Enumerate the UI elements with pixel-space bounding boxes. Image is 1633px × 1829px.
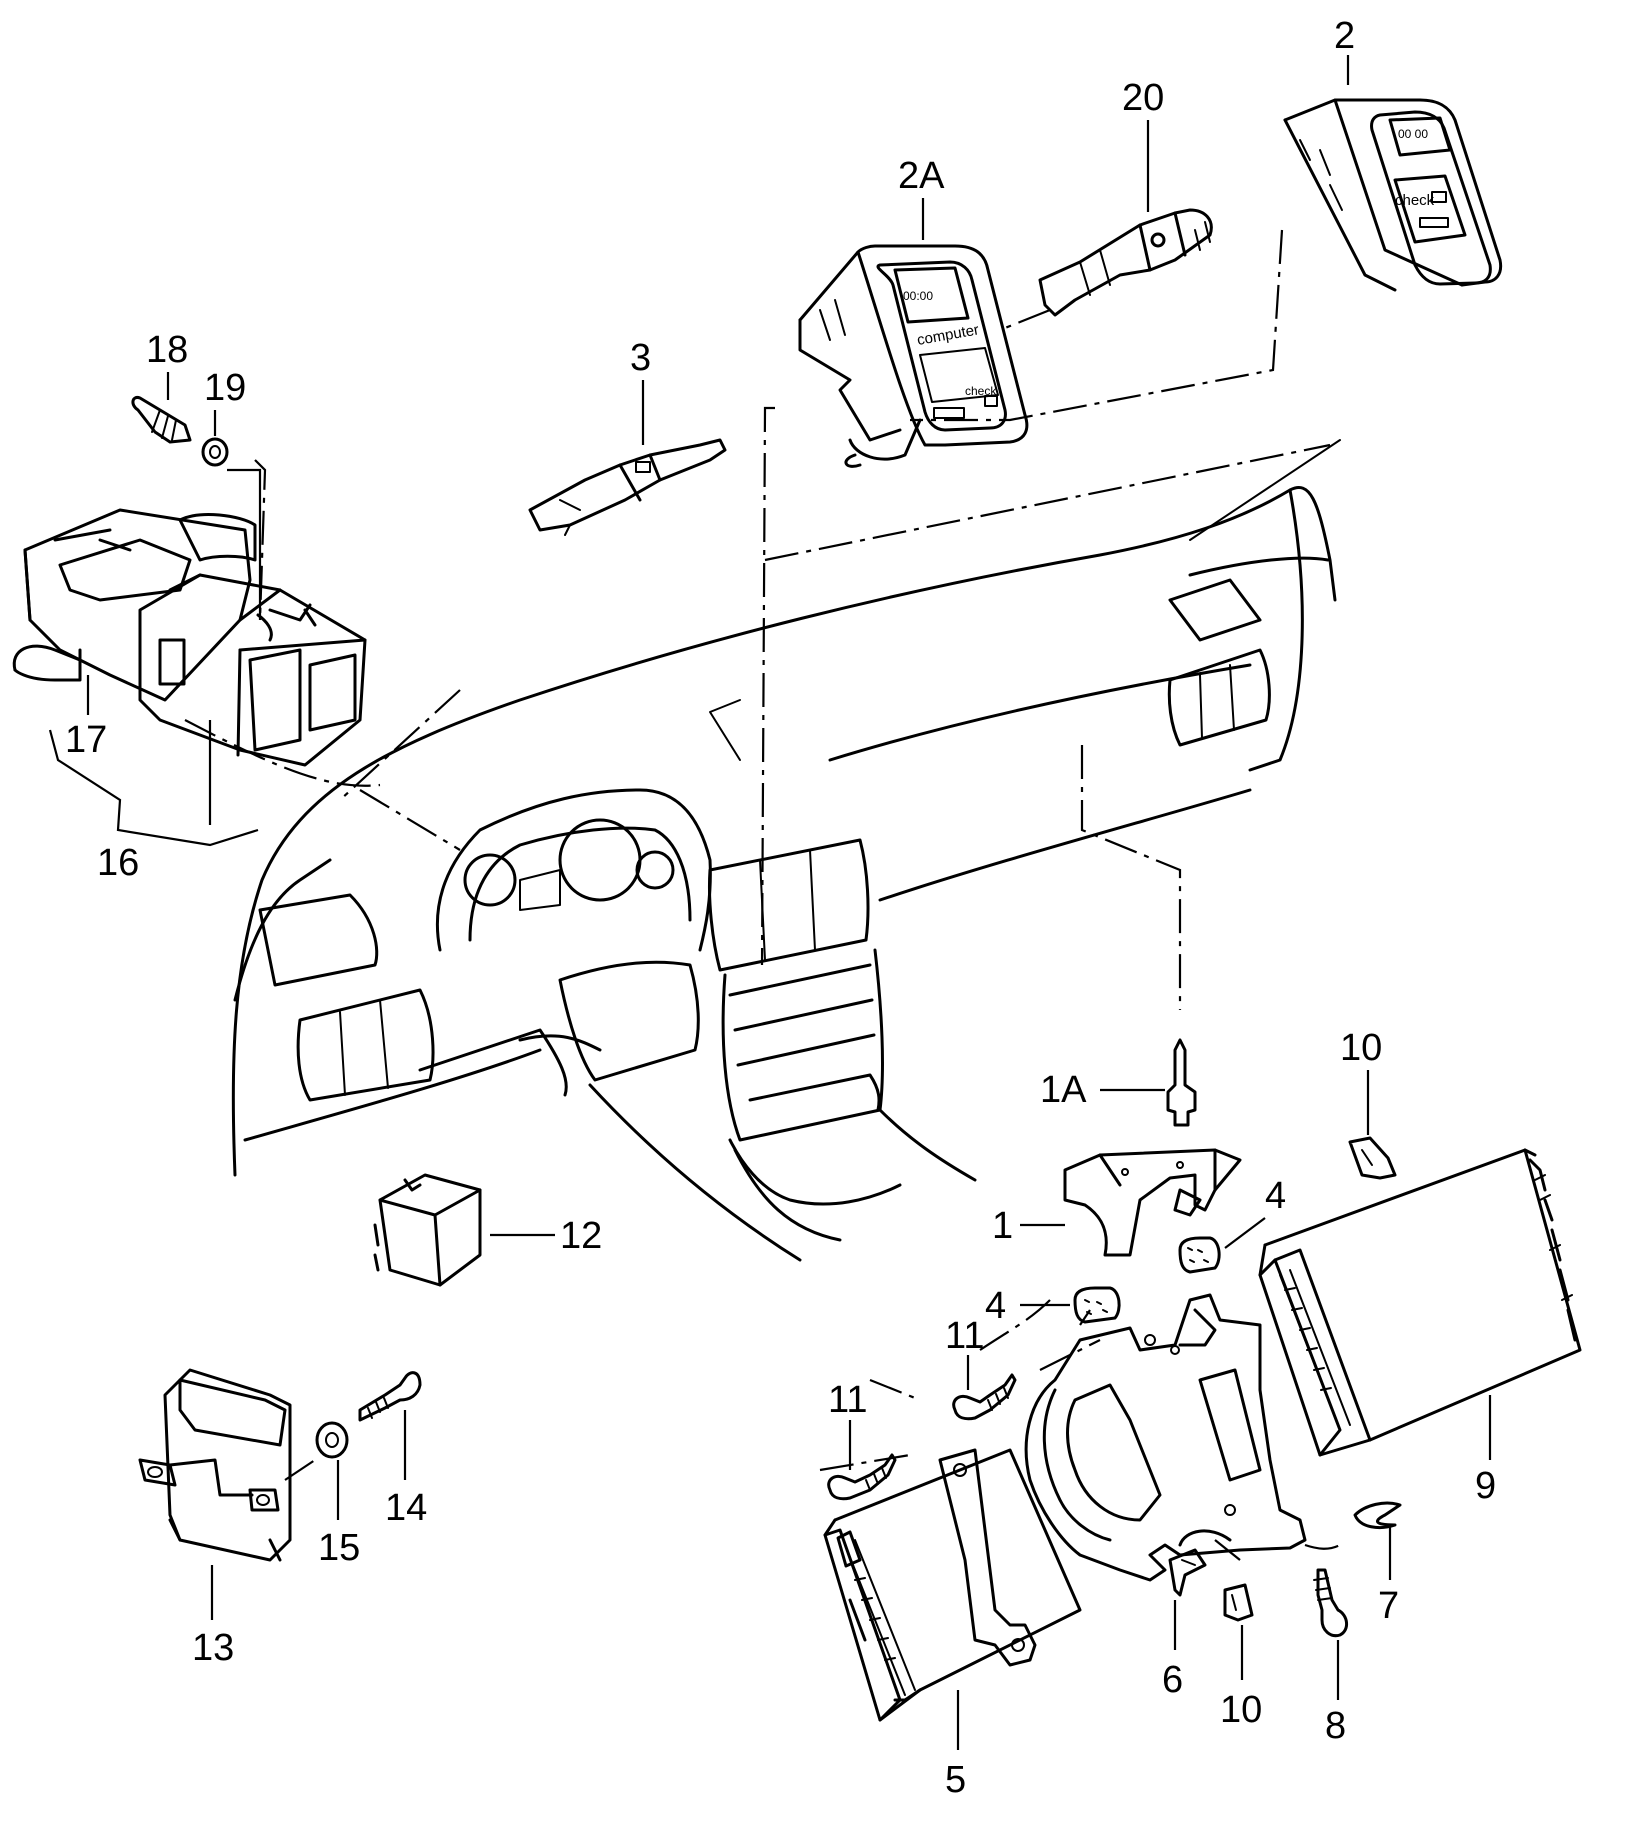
display-digits-2: 00 00 bbox=[1398, 127, 1428, 141]
display-digits-2a: 00:00 bbox=[903, 289, 933, 303]
part-8-screw bbox=[1313, 1568, 1348, 1638]
callout-5: 5 bbox=[945, 1759, 966, 1801]
callout-15: 15 bbox=[318, 1527, 360, 1569]
leader-15-dash bbox=[284, 1459, 316, 1481]
part-15-washer bbox=[315, 1421, 349, 1459]
callout-10-upper: 10 bbox=[1340, 1027, 1382, 1069]
callout-6: 6 bbox=[1162, 1659, 1183, 1701]
part-3-switch bbox=[528, 438, 727, 536]
callout-16: 16 bbox=[97, 842, 139, 884]
part-20-connector bbox=[1038, 208, 1213, 317]
part-9-radio bbox=[1258, 1148, 1582, 1457]
part-14-screw bbox=[358, 1371, 422, 1422]
part-5-mounting-frame bbox=[823, 1293, 1307, 1722]
callout-17: 17 bbox=[65, 719, 107, 761]
callout-2: 2 bbox=[1334, 15, 1355, 57]
part-11-screw-lower bbox=[827, 1453, 897, 1501]
computer-label: computer bbox=[916, 321, 981, 349]
part-13-control-module bbox=[138, 1368, 292, 1562]
callout-8: 8 bbox=[1325, 1705, 1346, 1747]
leader-16-bracket bbox=[48, 729, 259, 847]
part-1A-rivet bbox=[1166, 1038, 1197, 1127]
part-10-clip-lower bbox=[1223, 1583, 1254, 1622]
callout-20: 20 bbox=[1122, 77, 1164, 119]
callout-12: 12 bbox=[560, 1215, 602, 1257]
part-4-pad-lower bbox=[1073, 1286, 1121, 1324]
assembly-lines bbox=[184, 229, 1341, 1561]
dashboard-assembly bbox=[231, 439, 1341, 1262]
part-2A-computer-display: 00:00 computer check bbox=[798, 244, 1029, 468]
callout-11-lower: 11 bbox=[828, 1379, 867, 1421]
part-19-washer bbox=[201, 437, 229, 467]
part-2-display-unit: 00 00 check bbox=[1283, 98, 1503, 292]
callout-14: 14 bbox=[385, 1487, 427, 1529]
callout-2A: 2A bbox=[898, 155, 945, 197]
part-4-pad-upper bbox=[1178, 1236, 1221, 1274]
callout-7: 7 bbox=[1378, 1585, 1399, 1627]
part-12-relay bbox=[373, 1173, 482, 1287]
callout-4-upper: 4 bbox=[1265, 1175, 1286, 1217]
callout-3: 3 bbox=[630, 337, 651, 379]
callout-18: 18 bbox=[146, 329, 188, 371]
callout-9: 9 bbox=[1475, 1465, 1496, 1507]
part-11-screw-upper bbox=[952, 1373, 1017, 1421]
callout-1A: 1A bbox=[1040, 1069, 1087, 1111]
part-1-bracket bbox=[1063, 1148, 1242, 1257]
callout-1: 1 bbox=[992, 1205, 1013, 1247]
callout-13: 13 bbox=[192, 1627, 234, 1669]
callout-labels: 2 20 2A 3 18 19 17 16 1A 10 1 4 4 12 11 … bbox=[65, 15, 1496, 1801]
leader-4a bbox=[1224, 1217, 1266, 1249]
callout-11-upper: 11 bbox=[945, 1315, 984, 1357]
part-7-spring-clip bbox=[1353, 1501, 1402, 1529]
part-10-clip-upper bbox=[1348, 1136, 1397, 1180]
part-18-screw bbox=[131, 395, 192, 444]
leader-19-down bbox=[227, 468, 262, 620]
check-label-2: check bbox=[1395, 192, 1435, 209]
check-label-2a: check bbox=[965, 384, 997, 398]
callout-19: 19 bbox=[204, 367, 246, 409]
part-6-clip bbox=[1168, 1548, 1207, 1597]
callout-10-lower: 10 bbox=[1220, 1689, 1262, 1731]
callout-4-lower: 4 bbox=[985, 1285, 1006, 1327]
